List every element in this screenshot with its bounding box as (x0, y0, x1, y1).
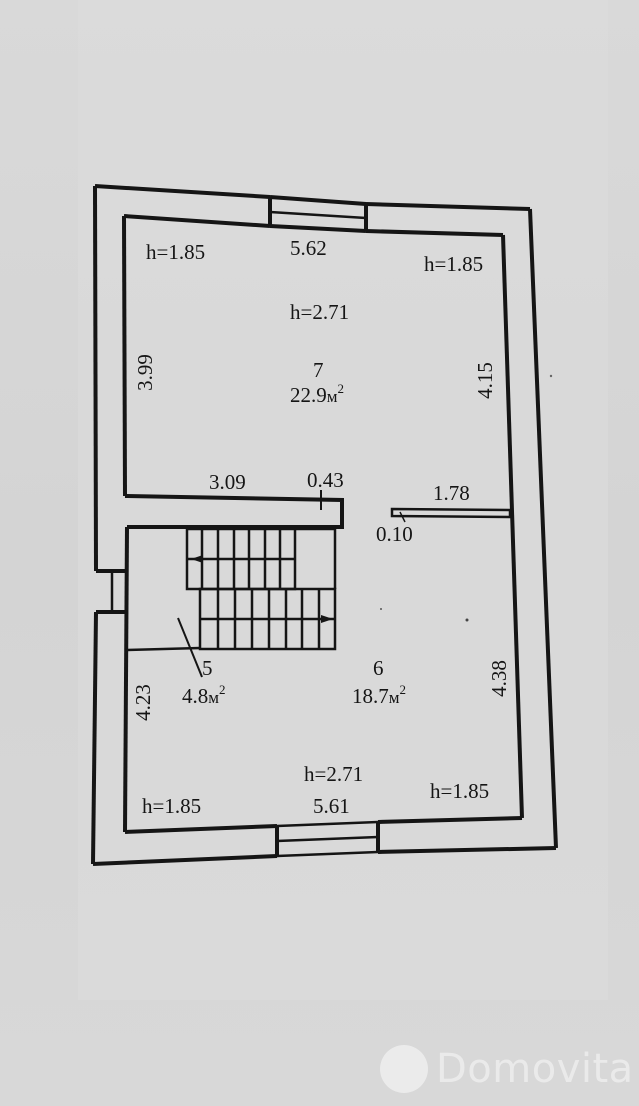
room5-area-value: 4.8 (182, 684, 209, 708)
right-partition-leader (399, 511, 406, 523)
room5-boundary (126, 646, 201, 652)
height-room7-center: h=2.71 (290, 300, 350, 324)
inner-wall-right (501, 234, 524, 819)
dim-room7-right: 4.15 (472, 362, 497, 399)
room6-number: 6 (373, 656, 384, 680)
outer-wall-right (528, 208, 558, 849)
outer-wall-bottom-right (377, 846, 557, 854)
dim-right-partition-thickness: 0.10 (376, 522, 413, 546)
room5-leader (177, 617, 203, 678)
dim-room7-partition: 3.09 (209, 470, 246, 494)
dim-right-partition: 1.78 (433, 481, 470, 505)
inner-wall-left-room7 (122, 215, 127, 497)
room7-area-sup: 2 (337, 381, 345, 396)
stair-arrows (191, 555, 333, 623)
partition-room7-bottom (124, 494, 344, 529)
inner-wall-top-right (365, 229, 504, 237)
dim-partition-thickness: 0.43 (307, 468, 344, 492)
room5-area: 4.8м2 (182, 683, 226, 707)
stair-arrow-left (191, 555, 203, 563)
top-window-glazing (269, 210, 367, 220)
room6-area-unit: м (388, 688, 400, 707)
inner-wall-top-left (123, 214, 271, 228)
room7-number: 7 (313, 358, 324, 382)
outer-wall-top-right (365, 202, 531, 211)
bottom-window-glazing (276, 820, 379, 858)
dim-room7-left: 3.99 (132, 354, 157, 391)
dim-bottom-width: 5.61 (313, 794, 350, 818)
outer-wall-top-left (94, 184, 271, 199)
stair-arrow-right (321, 615, 333, 623)
inner-wall-bottom-right (377, 816, 523, 824)
height-bottom-right: h=1.85 (430, 779, 490, 803)
right-partition (390, 507, 512, 519)
height-room6-center: h=2.71 (304, 762, 364, 786)
height-top-right: h=1.85 (424, 252, 484, 276)
height-top-left: h=1.85 (146, 240, 206, 264)
room6-area: 18.7м2 (352, 683, 406, 707)
room6-area-value: 18.7 (352, 684, 389, 708)
room7-area-unit: м (326, 387, 338, 406)
dim-room6-right: 4.38 (486, 660, 511, 697)
watermark-brand: Domovita (436, 1046, 634, 1092)
domovita-logo-icon (380, 1045, 428, 1093)
inner-wall-left-room6 (123, 526, 129, 833)
room5-area-unit: м (208, 688, 220, 707)
dim-room6-left: 4.23 (130, 684, 155, 721)
outer-wall-bottom-left (92, 854, 278, 866)
domovita-watermark: Domovita (380, 1045, 634, 1093)
room6-area-sup: 2 (399, 682, 407, 697)
inner-wall-bottom-left (124, 824, 278, 834)
outer-wall-left-upper (93, 185, 98, 572)
room7-area-value: 22.9 (290, 383, 327, 407)
outer-wall-left-lower (91, 611, 98, 865)
room5-area-sup: 2 (219, 682, 226, 697)
dim-top-width: 5.62 (290, 236, 327, 260)
room7-area: 22.9м2 (290, 382, 344, 406)
height-bottom-left: h=1.85 (142, 794, 202, 818)
staircase (185, 527, 337, 651)
room5-number: 5 (202, 656, 213, 680)
